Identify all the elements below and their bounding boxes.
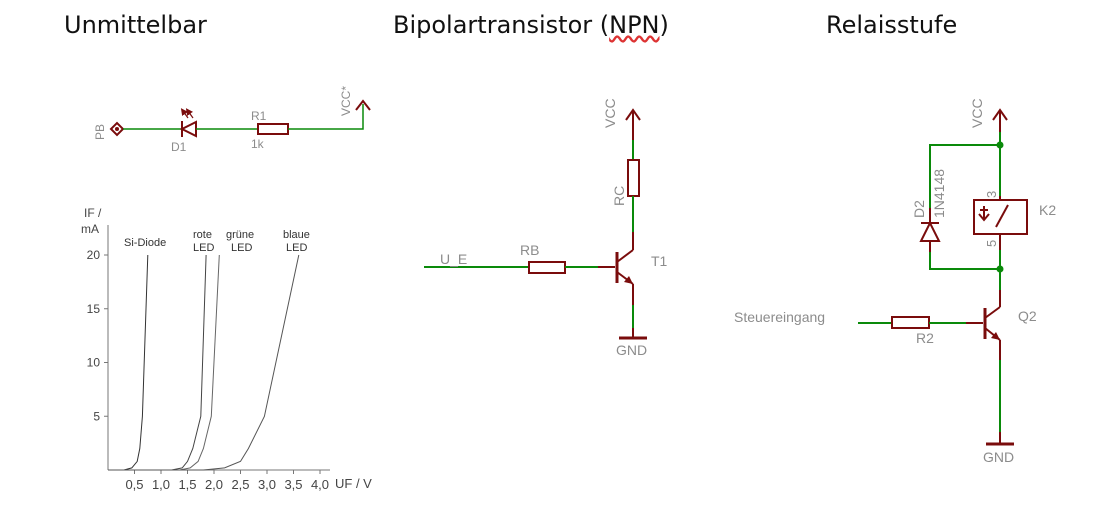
relay-pin-top-label: 3	[984, 191, 999, 198]
x-tick-label: 2,5	[231, 477, 249, 492]
direct-resistor-label: R1	[251, 109, 267, 123]
bipolar-rc-label: RC	[611, 186, 627, 206]
direct-vcc-arrow	[355, 99, 371, 111]
bipolar-transistor-collector	[616, 249, 634, 263]
direct-pin-label: PB	[93, 124, 107, 140]
relay-circuit: VCC D2 1N4148 3 5 K2 Steuereingang R2 Q2…	[734, 98, 1056, 465]
direct-resistor	[257, 123, 289, 135]
led-emit-arrow-1	[180, 108, 189, 119]
relay-coil-mark	[978, 206, 990, 222]
curve-label-blue-1: blaue	[283, 229, 310, 241]
y-tick-label: 5	[93, 409, 100, 423]
series-line-1	[108, 254, 207, 471]
x-tick-label: 0,5	[125, 477, 143, 492]
led-emit-arrow-2	[185, 108, 194, 119]
direct-wire-3	[288, 104, 364, 130]
relay-wire-top-branch	[929, 144, 1000, 208]
relay-diode-type-label: 1N4148	[931, 169, 947, 218]
relay-r2-resistor	[891, 316, 930, 329]
relay-supply-label: VCC	[969, 98, 985, 128]
x-tick-label: 1,5	[178, 477, 196, 492]
relay-pin-bottom-label: 5	[984, 240, 999, 247]
bipolar-rb-label: RB	[520, 242, 539, 258]
bipolar-supply-label: VCC	[602, 98, 618, 128]
title-bipolar-pre: Bipolartransistor (	[393, 11, 610, 39]
relay-q2-label: Q2	[1018, 308, 1037, 324]
y-tick-label: 15	[87, 302, 101, 316]
y-tick-label: 10	[87, 356, 101, 370]
x-tick-label: 3,0	[258, 477, 276, 492]
x-tick-label: 3,5	[284, 477, 302, 492]
relay-ground-label: GND	[983, 449, 1014, 465]
bipolar-ground-label: GND	[616, 342, 647, 358]
chart-curves	[108, 254, 300, 471]
chart-ylabel-top: IF /	[84, 206, 102, 220]
relay-coil-diagonal	[995, 204, 1009, 228]
bipolar-circuit: VCC RC RB U_E T1 GND	[424, 98, 668, 358]
chart-ticks: 20 15 10 5 0,5 1,0 1,5 2,0 2,5 3,0 3,5 4,0	[87, 248, 329, 492]
x-tick-label: 4,0	[311, 477, 329, 492]
relay-r2-label: R2	[916, 330, 934, 346]
curve-label-green-2: LED	[231, 242, 252, 254]
chart-ylabel-bottom: mA	[81, 222, 99, 236]
curve-label-red-2: LED	[193, 242, 214, 254]
title-relay: Relaisstufe	[826, 11, 958, 39]
direct-resistor-value: 1k	[251, 137, 265, 151]
bipolar-rb-resistor	[528, 261, 566, 274]
direct-supply-label: VCC*	[339, 86, 353, 116]
title-direct: Unmittelbar	[64, 11, 207, 39]
relay-junction-top	[996, 141, 1004, 149]
chart-xlabel: UF / V	[335, 476, 372, 491]
relay-emitter-arrow	[991, 332, 1000, 340]
y-tick-label: 20	[87, 248, 101, 262]
relay-k2-label: K2	[1039, 202, 1056, 218]
direct-pin-dot	[115, 127, 119, 131]
title-bipolar-post: )	[659, 11, 669, 39]
title-bipolar-npn: NPN	[609, 11, 660, 39]
bipolar-emitter-arrow	[624, 276, 633, 284]
x-tick-label: 2,0	[205, 477, 223, 492]
direct-circuit: PB D1 R1 1k VCC*	[93, 86, 371, 154]
title-bipolar: Bipolartransistor (NPN)	[393, 11, 669, 39]
bipolar-input-label: U_E	[440, 251, 467, 267]
relay-transistor-collector	[984, 306, 1001, 319]
relay-diode-symbol	[919, 220, 941, 242]
bipolar-transistor-label: T1	[651, 253, 668, 269]
curve-label-red-1: rote	[193, 229, 212, 241]
curve-label-si: Si-Diode	[124, 237, 166, 249]
curve-label-green-1: grüne	[226, 229, 254, 241]
bipolar-rc-resistor	[627, 159, 640, 197]
series-line-3	[108, 254, 300, 471]
series-line-0	[108, 254, 149, 471]
relay-wire-bottom-branch	[929, 252, 1000, 270]
relay-diode-label: D2	[911, 200, 927, 218]
relay-input-label: Steuereingang	[734, 309, 825, 325]
direct-led-label: D1	[171, 140, 187, 154]
direct-led-symbol	[179, 120, 197, 138]
x-tick-label: 1,0	[152, 477, 170, 492]
curve-label-blue-2: LED	[286, 242, 307, 254]
